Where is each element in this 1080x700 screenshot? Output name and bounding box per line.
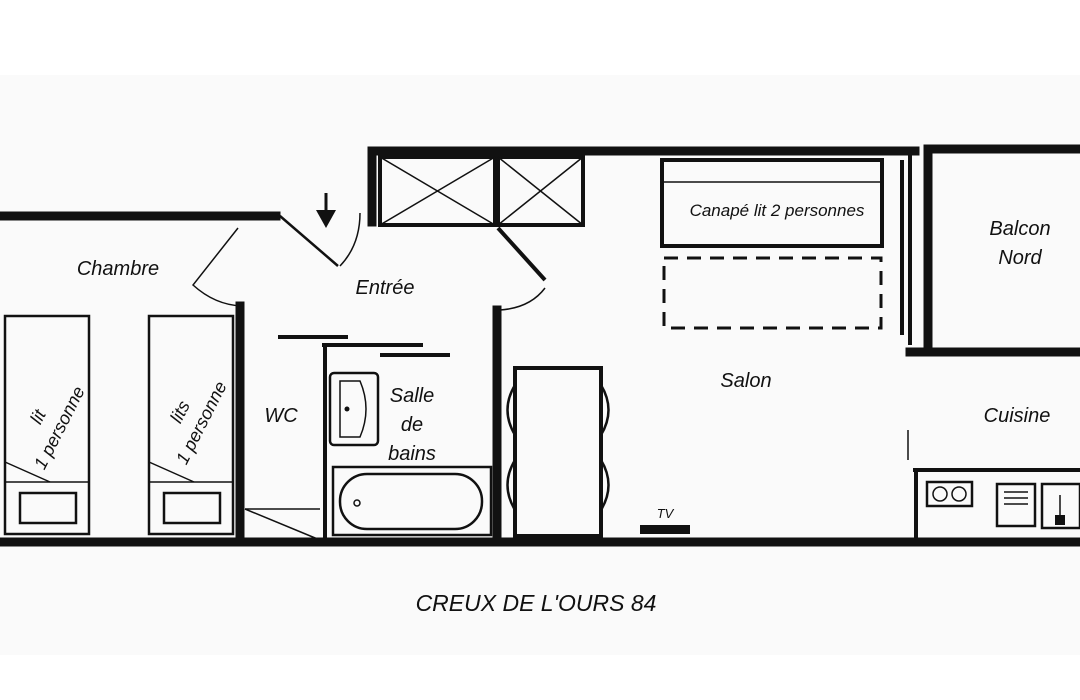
entrance-arrow-icon [316, 193, 336, 228]
sofa-bed-label: Canapé lit 2 personnes [690, 201, 865, 220]
plan-caption: CREUX DE L'OURS 84 [416, 590, 657, 616]
room-label-salle-line1: Salle [390, 385, 434, 407]
doors [191, 212, 546, 357]
sofa-bed [660, 158, 884, 330]
tv-label: TV [657, 506, 675, 521]
room-label-salon: Salon [720, 370, 771, 392]
room-label-salle-line2: de [401, 414, 423, 436]
room-label-salle-line3: bains [388, 443, 436, 465]
walls [0, 144, 1080, 547]
dining-table [506, 366, 610, 538]
sink [328, 371, 380, 447]
room-label-wc: WC [264, 405, 298, 427]
cooktop [925, 480, 974, 508]
room-label-entree: Entrée [356, 277, 415, 299]
kitchen-counter [907, 430, 1080, 538]
room-label-chambre: Chambre [77, 258, 159, 280]
oven [995, 482, 1037, 528]
room-label-balcon-line2: Nord [998, 247, 1042, 269]
room-label-balcon-line1: Balcon [989, 218, 1050, 240]
wc-fixture [244, 508, 321, 541]
tv [640, 525, 690, 534]
room-label-cuisine: Cuisine [984, 405, 1051, 427]
storage-cupboards [378, 155, 585, 227]
bed-1 [3, 314, 91, 536]
bathtub [331, 465, 493, 537]
kitchen-sink [1040, 482, 1080, 530]
bed-2 [147, 314, 235, 536]
plan-background [0, 75, 1080, 655]
